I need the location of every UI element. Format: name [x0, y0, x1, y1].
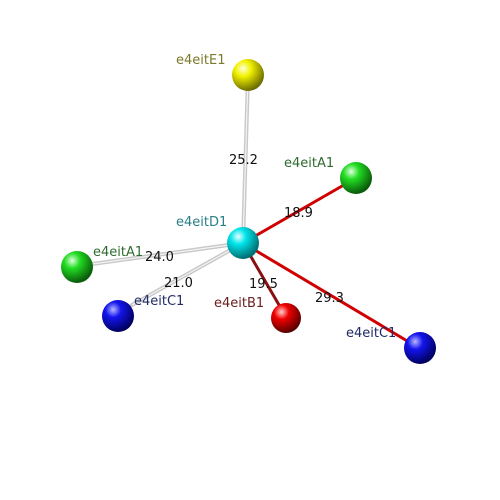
atom-sphere-blue-left[interactable] — [102, 300, 134, 332]
distance-label-top: 25.2 — [229, 153, 258, 168]
distance-label-left-green: 24.0 — [145, 250, 174, 265]
bond-center-top-highlight — [242, 75, 249, 244]
atom-sphere-right-green[interactable] — [340, 162, 372, 194]
atom-label-center: e4eitD1 — [176, 215, 227, 230]
bonds-layer — [76, 74, 421, 350]
distance-label-red: 19.5 — [249, 277, 278, 292]
atom-label-right-green: e4eitA1 — [284, 156, 334, 171]
distance-label-blue-left: 21.0 — [164, 276, 193, 291]
bond-center-left-green-highlight — [77, 242, 244, 267]
atom-label-blue-left: e4eitC1 — [134, 294, 184, 309]
atom-labels: e4eitD1 e4eitE1 e4eitA1 e4eitA1 e4eitC1 … — [93, 53, 396, 341]
atom-sphere-top[interactable] — [232, 59, 264, 91]
bond-center-right-green — [241, 176, 358, 245]
atoms-layer — [61, 59, 436, 364]
bond-center-blue-left-highlight — [131, 242, 244, 306]
atom-label-left-green: e4eitA1 — [93, 245, 143, 260]
atom-sphere-red[interactable] — [271, 303, 301, 333]
atom-label-blue-right: e4eitC1 — [346, 326, 396, 341]
atom-label-red: e4eitB1 — [214, 296, 264, 311]
distance-labels: 25.2 18.9 24.0 21.0 19.5 29.3 — [145, 153, 344, 306]
atom-sphere-left-green[interactable] — [61, 251, 93, 283]
atom-sphere-center[interactable] — [227, 227, 259, 259]
distance-label-blue-right: 29.3 — [315, 291, 344, 306]
atom-sphere-blue-right[interactable] — [404, 332, 436, 364]
distance-label-right-green: 18.9 — [284, 206, 313, 221]
bond-center-blue-right — [241, 241, 421, 350]
atom-label-top: e4eitE1 — [176, 53, 225, 68]
